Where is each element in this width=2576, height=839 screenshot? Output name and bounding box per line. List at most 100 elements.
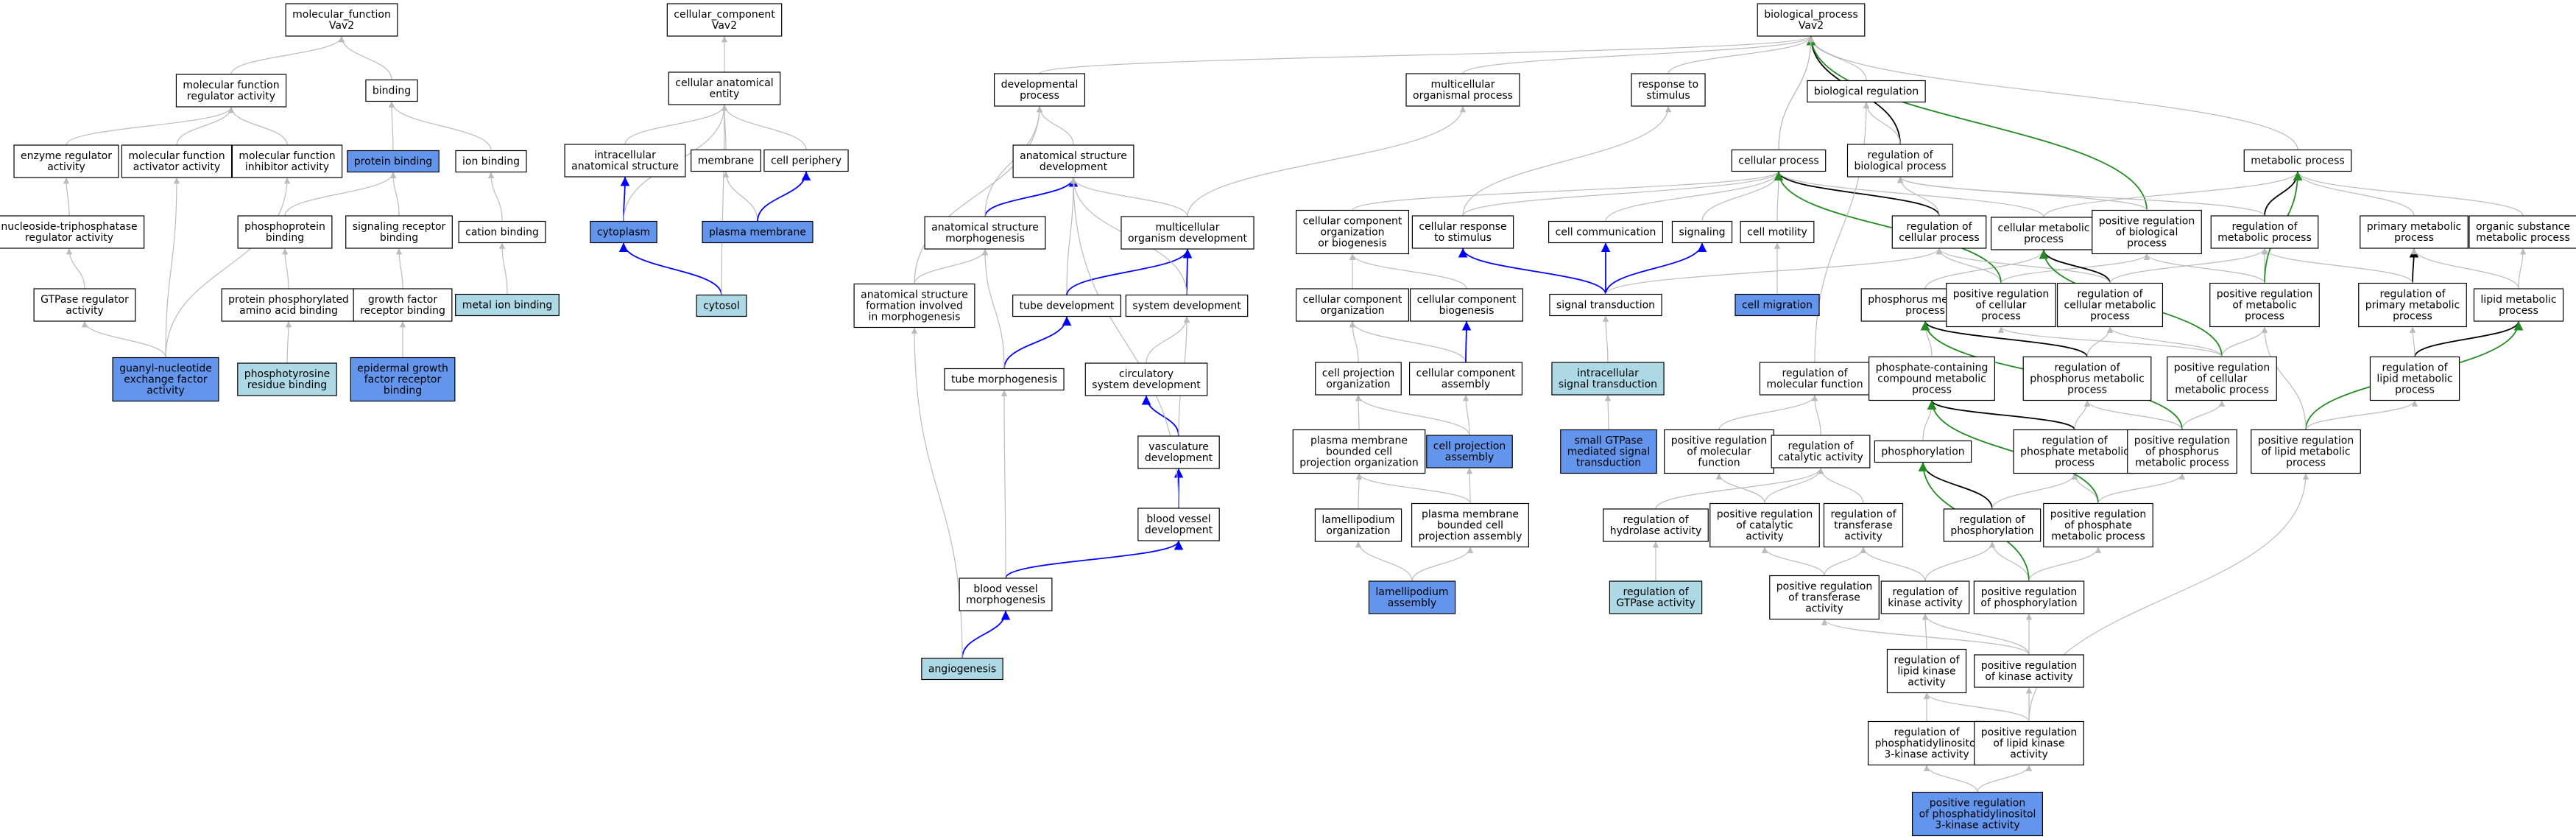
go-term-node-sig-trans: signal transduction [1549,293,1662,317]
node-label-line: anatomical structure [571,161,679,172]
node-label-line: organic substance [2476,221,2570,233]
node-label-line: 3-kinase activity [1935,820,2019,832]
node-label-line: cellular process [1899,232,1979,244]
node-label-line: process [2245,311,2284,323]
node-label-line: activity [66,305,104,317]
edge-pos-reg-kinase-to-pos-reg-transferase [1821,619,2030,656]
node-label-line: vasculature [1148,441,1209,453]
node-box [1974,654,2084,688]
edge-sig-trans-to-reg-cell-proc [1605,248,1943,295]
node-label-line: of cellular [1975,300,2026,312]
go-term-node-bio-reg: biological regulation [1807,80,1926,103]
node-label-line: biological_process [1764,9,1858,21]
edge-pos-reg-lipid-to-pos-reg-metab [2261,326,2307,430]
node-box [959,578,1053,611]
edge-reg-kinase-to-reg-transferase [1860,547,1926,582]
node-label-line: nucleoside-triphosphatase [1,221,137,233]
node-box [1012,294,1121,317]
node-box [1426,435,1513,468]
edge-multi-dev-to-anat-dev [1070,177,1188,217]
node-label-line: development [1040,161,1108,173]
edge-prot-phos-aa-to-phosphoprotein [281,248,289,289]
edge-pos-reg-lipid-kinase-to-reg-lipid-kinase [1923,692,2030,722]
edge-pos-reg-kinase-to-reg-kinase [1922,613,2030,656]
node-label-line: blood vessel [973,583,1037,595]
node-box [2360,215,2469,249]
edge-reg-metab-to-reg-bio [1896,176,2265,217]
node-label-line: development [1145,524,1213,536]
go-term-node-membrane: membrane [691,149,761,172]
go-term-node-ion-binding: ion binding [455,150,527,173]
edge-reg-lipid-metab-to-reg-prim-metab [2409,326,2416,357]
edge-pos-reg-lipid-to-reg-lipid-metab [2305,400,2418,430]
edge-pos-reg-metab-to-pos-reg-bio [2143,253,2265,284]
node-box [2127,429,2237,474]
node-label-line: developmental [1001,79,1079,91]
edge-pos-reg-cell-metab-to-pos-reg-metab [2221,326,2268,357]
go-term-node-cell-comm: cell communication [1548,220,1664,244]
node-box [590,220,657,244]
node-label-line: regulation of [1788,440,1854,452]
node-label-line: small GTPase [1575,435,1643,447]
node-box [231,144,343,178]
node-label-line: catalytic activity [1778,452,1863,463]
node-label-line: angiogenesis [928,664,996,675]
node-label-line: protein phosphorylated [228,294,349,306]
edge-pos-reg-cell-metab-to-pos-reg-cell [1997,326,2223,358]
edge-anat-dev-to-dev-proc [1036,105,1074,146]
edge-tube-dev-to-multi-dev [1066,248,1193,295]
node-label-line: positive regulation [1717,509,1813,521]
node-label-line: process [2286,457,2326,469]
edge-circ-sys-to-sys-dev [1146,316,1190,364]
node-box [1771,435,1871,468]
node-label-line: activity [147,385,185,397]
node-box [921,657,1003,681]
node-label-line: process [2024,234,2064,245]
node-box [1757,3,1866,37]
edge-resp-stim-to-bp-root [1668,35,1815,74]
edge-cytosol-to-cell-anat [721,104,728,295]
node-label-line: positive regulation [1953,289,2049,301]
edge-multi-org-to-bp-root [1462,35,1815,74]
node-label-line: positive regulation [2217,289,2312,301]
edge-pm-bounded-asm-to-pm-bounded-org [1355,473,1471,504]
node-box [1759,362,1871,396]
node-box [702,220,814,244]
edge-cell-motil-to-cell-proc [1775,171,1782,222]
edge-cation-binding-to-ion-binding [487,172,503,222]
node-label-line: hydrolase activity [1610,525,1702,537]
node-label-line: process [2393,311,2432,323]
node-label-line: anatomical structure [931,222,1039,234]
node-box [1560,429,1657,474]
go-term-node-protein-binding: protein binding [347,150,440,173]
node-box [993,73,1086,107]
node-label-line: lamellipodium [1375,586,1448,598]
edge-cc-org-bio-to-cell-proc [1352,170,1782,211]
node-label-line: positive regulation [2134,435,2230,447]
node-label-line: morphogenesis [945,233,1025,245]
node-label-line: of lipid kinase [1993,738,2064,750]
node-label-line: or biogenesis [1318,238,1387,250]
node-box [944,368,1065,391]
edge-reg-cat-act-to-reg-mol-func [1811,394,1821,436]
node-box [666,3,783,37]
edge-intra-sig-to-sig-trans [1602,315,1609,363]
node-label-line: regulation of [2077,289,2143,301]
node-label-line: epidermal growth [357,363,448,375]
node-label-line: lipid kinase [1897,666,1955,678]
node-label-line: mediated signal [1567,446,1650,458]
node-box [285,3,398,37]
edge-pos-reg-bio-to-reg-bio [1896,176,2148,211]
edge-plasma-mem-to-membrane [722,171,758,222]
